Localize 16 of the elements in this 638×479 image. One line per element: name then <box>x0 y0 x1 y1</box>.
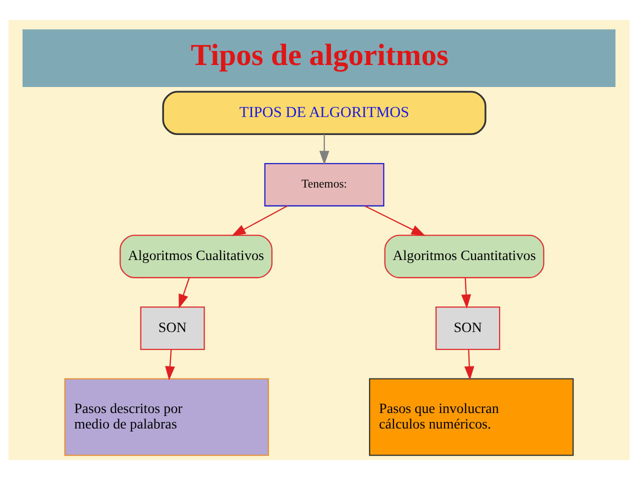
arrow <box>461 277 472 308</box>
arrow <box>178 277 190 308</box>
node-box: SON <box>140 306 205 350</box>
arrow <box>165 348 175 380</box>
node-box: Algoritmos Cuantitativos <box>384 234 544 278</box>
arrow <box>319 134 330 165</box>
node-box: Pasos que involucran cálculos numéricos. <box>369 378 574 456</box>
arrow <box>464 348 474 380</box>
arrow <box>232 204 288 236</box>
node-box: TIPOS DE ALGORITMOS <box>162 90 486 134</box>
node-box: SON <box>435 306 500 350</box>
node-box: Tenemos: <box>264 162 384 206</box>
diagram-title: Tipos de algoritmos <box>190 38 448 72</box>
arrow <box>364 204 426 236</box>
node-box: Algoritmos Cualitativos <box>120 234 273 278</box>
node-box: Pasos descritos por medio de palabras <box>64 378 269 456</box>
